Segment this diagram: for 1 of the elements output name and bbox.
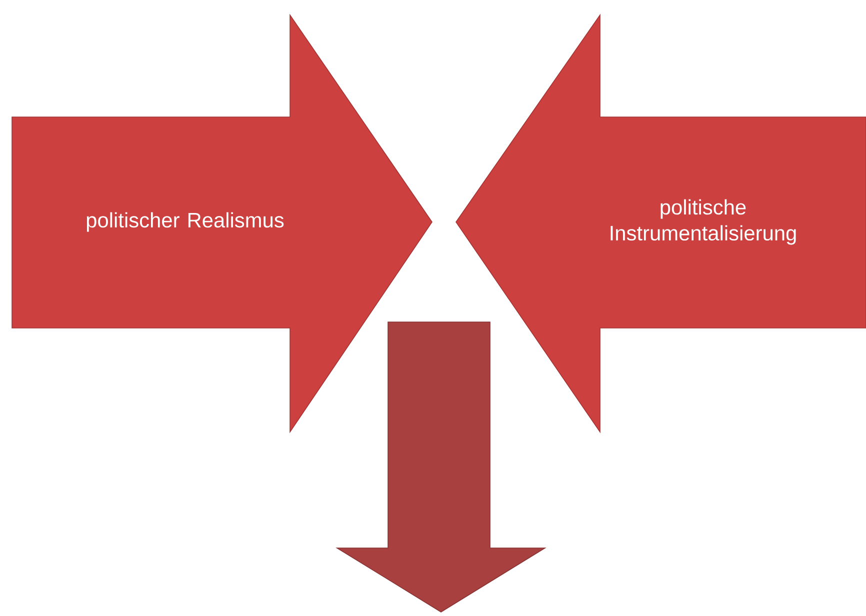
down-arrow-shape <box>336 322 546 612</box>
